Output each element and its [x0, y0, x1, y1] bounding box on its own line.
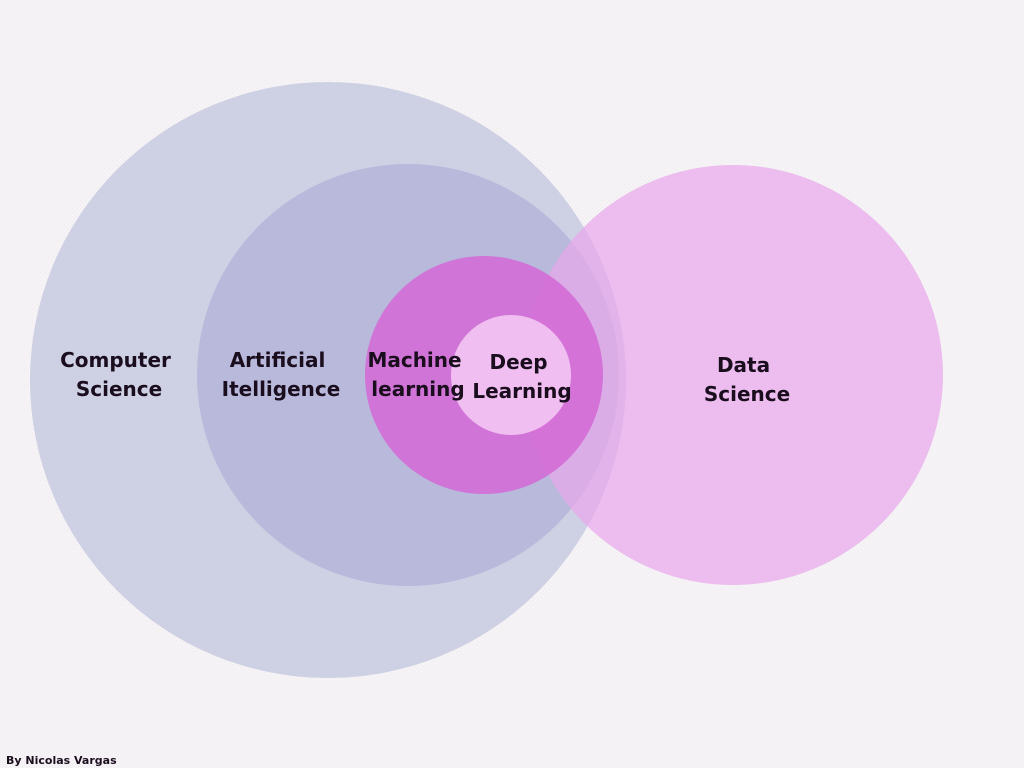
machine-learning-label: Machine learning: [367, 348, 468, 401]
deep-learning-label-line2: Learning: [472, 379, 571, 403]
computer-science-label-line1: Computer: [60, 348, 171, 372]
artificial-intelligence-label-line1: Artificial: [230, 348, 326, 372]
author-credit: By Nicolas Vargas: [6, 754, 117, 767]
data-science-label-line1: Data: [717, 353, 770, 377]
machine-learning-label-line1: Machine: [367, 348, 461, 372]
deep-learning-label: Deep Learning: [472, 350, 571, 403]
data-science-label: Data Science: [704, 353, 790, 406]
computer-science-label-line2: Science: [76, 377, 162, 401]
deep-learning-circle: [451, 315, 571, 435]
computer-science-label: Computer Science: [60, 348, 178, 401]
data-science-circle: [523, 165, 943, 585]
machine-learning-label-line2: learning: [371, 377, 464, 401]
artificial-intelligence-label-line2: Itelligence: [222, 377, 341, 401]
deep-learning-label-line1: Deep: [489, 350, 547, 374]
artificial-intelligence-label: Artificial Itelligence: [222, 348, 341, 401]
data-science-label-line2: Science: [704, 382, 790, 406]
